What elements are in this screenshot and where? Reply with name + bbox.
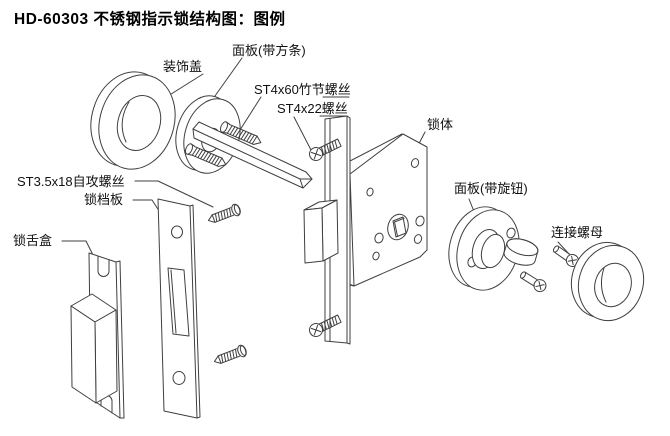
leader-latch-box [61,240,94,256]
label-screw-st4x22: ST4x22螺丝 [277,101,348,116]
diagram-title: HD-60303 不锈钢指示锁结构图：图例 [14,9,285,28]
panel-with-knob [448,206,539,291]
panel-with-square-bar [175,95,313,189]
label-panel-knob: 面板(带旋钮) [454,181,528,196]
labels: HD-60303 不锈钢指示锁结构图：图例 面板(带方条) 装饰盖 ST4x60… [13,9,603,248]
lock-body [344,133,428,287]
label-strike-plate: 锁档板 [84,192,123,207]
decorative-cover-ring [90,71,176,170]
latch-box [70,252,125,419]
rear-decorative-ring [570,241,645,322]
thumbturn-knob [503,238,539,266]
label-connecting-nut: 连接螺母 [551,225,603,240]
label-self-tapping-screw: ST3.5x18自攻螺丝 [17,174,125,189]
self-tapping-screw-bottom [211,343,249,368]
leader-self-tapping-screw [134,180,214,208]
label-bamboo-screw: ST4x60竹节螺丝 [254,82,351,97]
leader-panel-square-bar [209,57,243,104]
latch-bolt [303,199,339,264]
spindle-square-hole [392,216,407,238]
label-decorative-cover: 装饰盖 [163,59,202,74]
leader-bamboo-screw [239,96,262,131]
leader-lines [61,57,570,256]
latch-box-body [70,293,118,404]
leader-screw-st4x22 [293,116,312,151]
connecting-bolt [517,268,549,295]
square-spindle-bar [192,121,313,189]
label-lock-body: 锁体 [427,117,453,132]
leader-decorative-cover [167,73,204,97]
label-latch-box: 锁舌盒 [13,233,52,248]
label-panel-square-bar: 面板(带方条) [232,43,306,58]
strike-plate [157,198,201,419]
